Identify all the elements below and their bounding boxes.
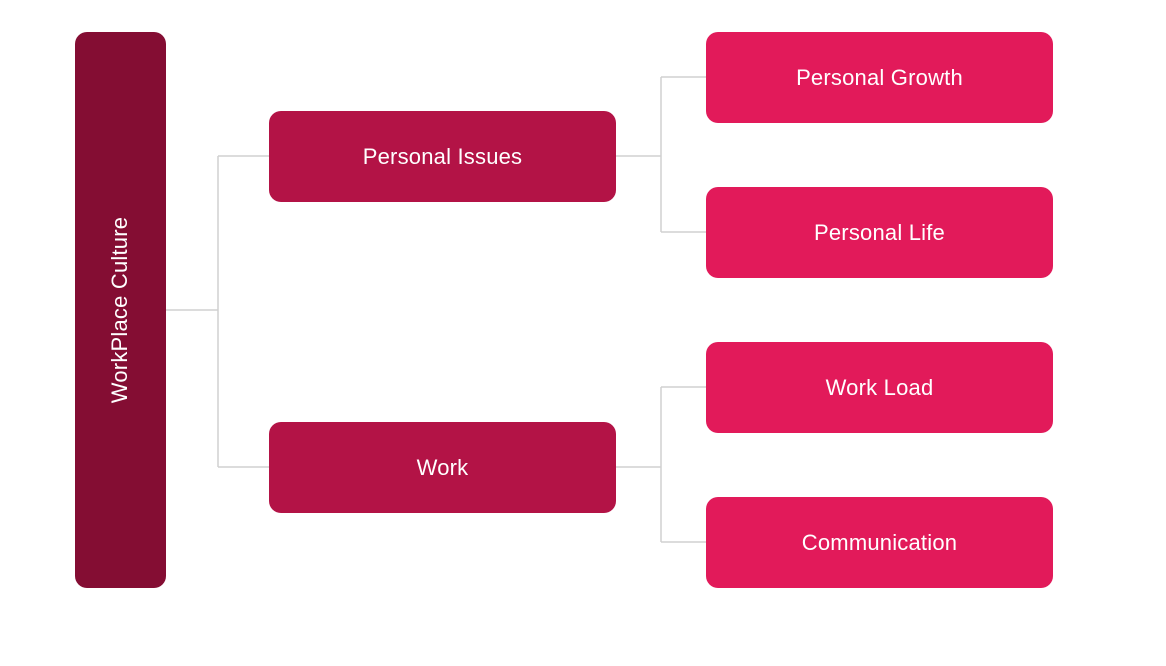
branch-node-label: Work xyxy=(416,454,469,480)
root-node-label: WorkPlace Culture xyxy=(107,216,133,404)
branch-node-work: Work xyxy=(269,422,616,513)
leaf-node-personal-life: Personal Life xyxy=(706,187,1053,278)
branch-node-label: Personal Issues xyxy=(362,143,523,169)
leaf-node-label: Work Load xyxy=(825,374,934,400)
root-node: WorkPlace Culture xyxy=(75,32,166,588)
leaf-node-label: Personal Life xyxy=(813,219,945,245)
leaf-node-personal-growth: Personal Growth xyxy=(706,32,1053,123)
leaf-node-label: Communication xyxy=(801,529,958,555)
branch-node-personal-issues: Personal Issues xyxy=(269,111,616,202)
leaf-node-label: Personal Growth xyxy=(796,64,963,90)
leaf-node-communication: Communication xyxy=(706,497,1053,588)
leaf-node-work-load: Work Load xyxy=(706,342,1053,433)
